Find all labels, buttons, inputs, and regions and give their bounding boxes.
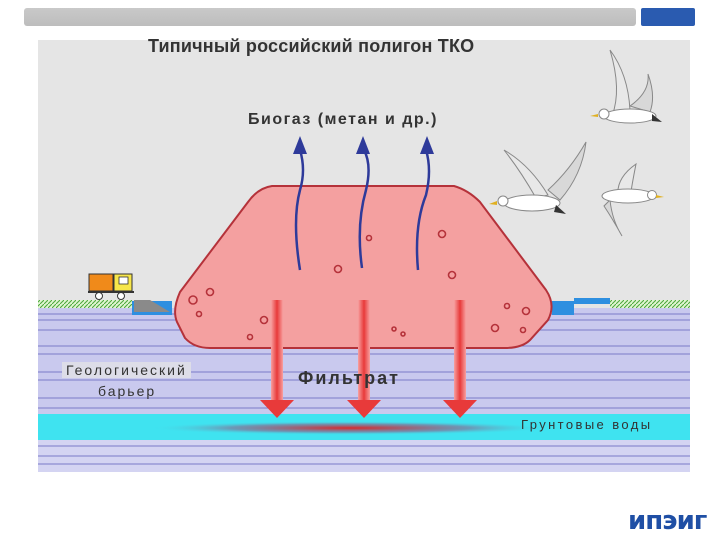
- biogas-arrow: [294, 149, 305, 271]
- seagull-icon: [590, 49, 662, 124]
- water-strip-right: [574, 298, 610, 304]
- access-ramp: [134, 300, 170, 312]
- biogas-label: Биогаз (метан и др.): [248, 111, 438, 128]
- filtrate-label: Фильтрат: [298, 368, 400, 388]
- filtrate-arrow: [260, 300, 294, 418]
- header-bar: [24, 8, 636, 26]
- grass-right: [610, 300, 690, 308]
- filtrate-arrow: [347, 300, 381, 418]
- lower-soil-layers: [38, 440, 690, 472]
- biogas-arrowhead: [356, 136, 370, 154]
- filtrate-arrows: [260, 300, 477, 418]
- geological-barrier-label-line1: Геологический: [62, 362, 191, 378]
- diagram-title: Типичный российский полигон ТКО: [148, 36, 475, 56]
- filtrate-arrow: [443, 300, 477, 418]
- waste-particles: [188, 229, 531, 341]
- contamination-plume: [150, 421, 550, 435]
- grass-left: [38, 300, 132, 308]
- biogas-arrows: [294, 149, 431, 271]
- truck-icon: [88, 273, 134, 300]
- seagull-icon: [601, 162, 664, 237]
- header-accent-box: [641, 8, 695, 26]
- biogas-arrowhead: [420, 136, 434, 154]
- seagull-icon: [489, 141, 587, 214]
- biogas-arrow: [358, 149, 370, 269]
- geological-barrier-label-line2: барьер: [98, 383, 157, 399]
- biogas-arrow: [415, 149, 431, 271]
- biogas-arrowhead: [293, 136, 307, 154]
- water-pond-right: [552, 301, 574, 315]
- organization-logo: ипэиг: [628, 506, 707, 536]
- groundwater-label: Грунтовые воды: [521, 417, 653, 432]
